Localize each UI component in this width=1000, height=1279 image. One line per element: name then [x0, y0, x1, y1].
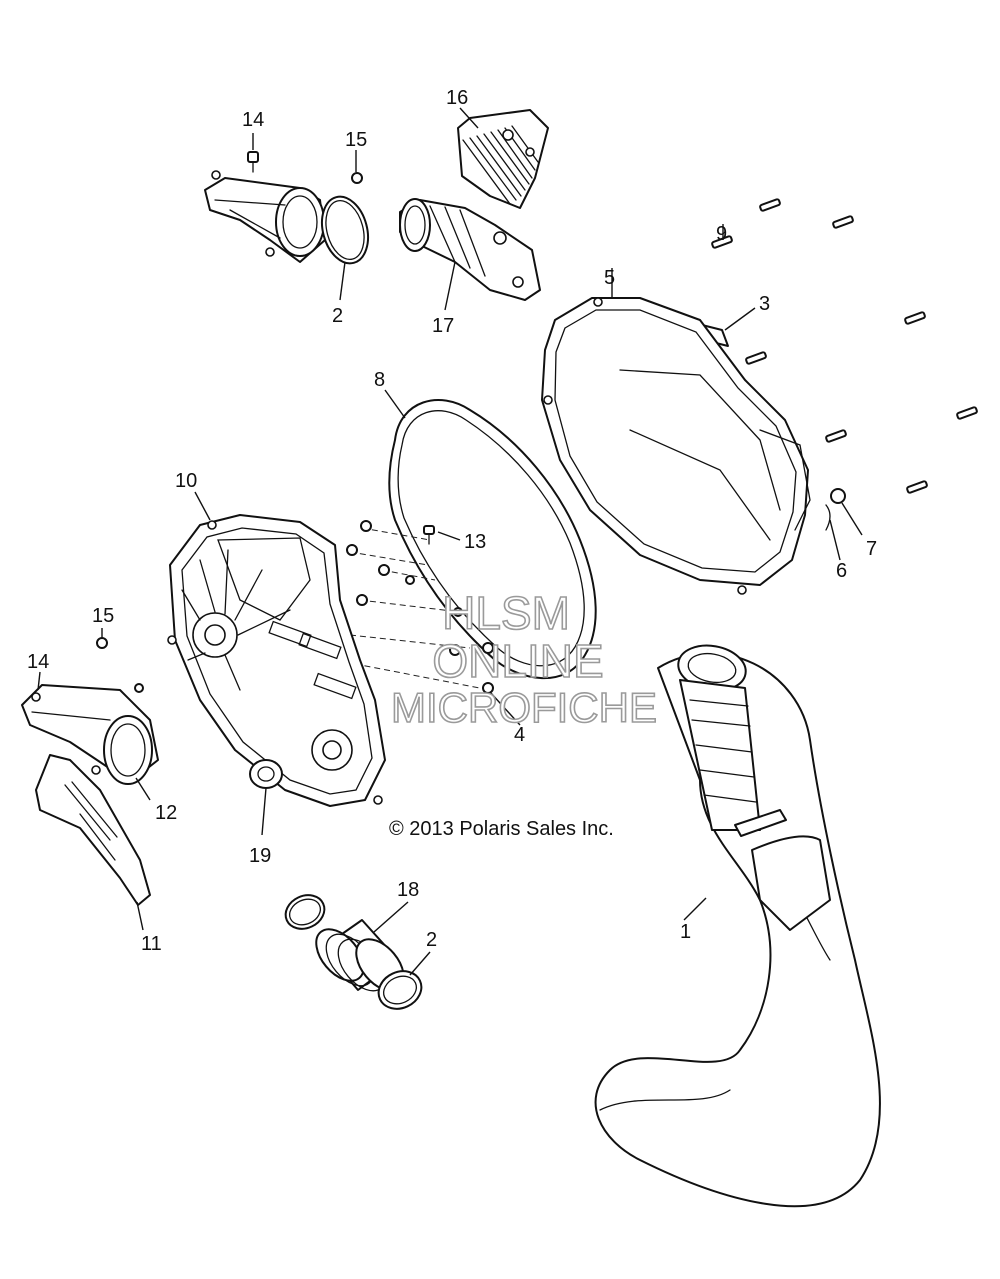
screw-13	[423, 525, 435, 545]
cover-gasket-part	[388, 399, 597, 680]
callout-4: 4	[514, 724, 525, 746]
coupler-part	[284, 894, 405, 992]
bolt-set-inner	[334, 520, 494, 694]
callout-13: 13	[464, 531, 486, 553]
upper-duct-part	[204, 170, 326, 263]
callout-labels: 14 15 16 9 5 3 2 17 8 10 13 7 6 15 14 4 …	[27, 87, 877, 955]
callout-7: 7	[866, 538, 877, 560]
callout-15-lower: 15	[92, 605, 114, 627]
watermark-line-1: HLSM	[442, 587, 570, 639]
callout-2-top: 2	[332, 305, 343, 327]
intake-screen-part	[457, 109, 549, 209]
bolt-top-left	[247, 151, 259, 173]
callout-14-lower: 14	[27, 651, 49, 673]
duct-bracket-part	[35, 754, 151, 906]
nut-lower	[96, 637, 108, 649]
intake-duct-part	[399, 198, 541, 301]
callout-8: 8	[374, 369, 385, 391]
callout-14-top: 14	[242, 109, 264, 131]
callout-6: 6	[836, 560, 847, 582]
inner-cover-part	[167, 514, 386, 807]
leader-lines	[37, 107, 863, 976]
callout-18: 18	[397, 879, 419, 901]
watermark-line-3: MICROFICHE	[391, 684, 657, 731]
callout-10: 10	[175, 470, 197, 492]
callout-17: 17	[432, 315, 454, 337]
main-air-duct-part	[594, 644, 881, 1208]
clamp-ring-lower	[377, 970, 423, 1010]
clamp-ring-top	[320, 195, 370, 265]
copyright-notice: © 2013 Polaris Sales Inc.	[389, 818, 614, 840]
callout-2-lower: 2	[426, 929, 437, 951]
watermark-line-2: ONLINE	[432, 635, 603, 687]
washer-part	[249, 759, 283, 789]
callout-1: 1	[680, 921, 691, 943]
callout-9: 9	[716, 223, 727, 245]
callout-19: 19	[249, 845, 271, 867]
callout-5: 5	[604, 267, 615, 289]
seal-part	[825, 504, 831, 531]
lower-duct-part	[21, 683, 159, 785]
callout-12: 12	[155, 802, 177, 824]
outer-cover-part	[541, 297, 811, 595]
watermark: HLSM ONLINE MICROFICHE	[390, 586, 658, 732]
bolt-set-right	[711, 198, 978, 494]
callout-15-top: 15	[345, 129, 367, 151]
nut-top	[351, 172, 363, 184]
callout-11: 11	[141, 933, 162, 955]
callout-3: 3	[759, 293, 770, 315]
callout-16: 16	[446, 87, 468, 109]
cap-nut-part	[830, 488, 846, 504]
